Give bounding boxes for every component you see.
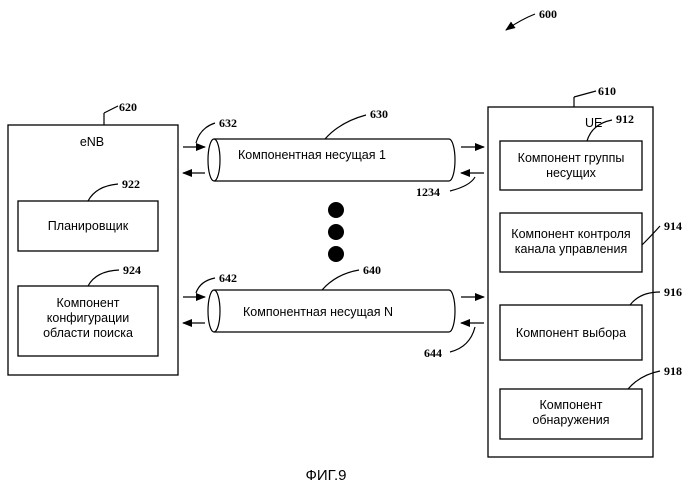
scheduler-label: Планировщик [48,219,129,233]
carrier-group-line-2: несущих [546,166,597,180]
figure-number-marker: 600 [506,7,557,30]
carrier-n-label: Компонентная несущая N [243,305,393,319]
carrier-1-rx-ref-leader [450,177,475,191]
carrier-group-line-1: Компонент группы [518,151,625,165]
carrier-1-right-end [449,139,455,181]
control-monitor-ref: 914 [664,219,682,233]
figure-number: 600 [539,7,557,21]
detection-line-1: Компонент [539,398,602,412]
carrier-1-tx-ref: 632 [219,116,237,130]
carrier-1-left-end [208,139,220,181]
carrier-n: Компонентная несущая N 640 642 644 [183,263,484,360]
carrier-n-tx-ref: 642 [219,271,237,285]
enb-ref: 620 [119,100,137,114]
carrier-n-ref-leader [322,270,359,290]
carrier-1-label: Компонентная несущая 1 [238,148,386,162]
search-config-ref: 924 [123,263,141,277]
carrier-n-ref: 640 [363,263,381,277]
search-config-line-3: области поиска [43,326,133,340]
carrier-group-ref: 912 [616,112,634,126]
figure-number-arrow [506,14,535,30]
carrier-n-left-end [208,290,220,332]
control-monitor-line-2: канала управления [515,242,627,256]
ellipsis-dot-1 [328,202,344,218]
carrier-n-right-end [449,290,455,332]
selection-ref: 916 [664,285,682,299]
enb-title: eNB [80,135,104,149]
enb-ref-leader [104,106,118,113]
carrier-n-rx-ref: 644 [424,346,442,360]
selection-label: Компонент выбора [516,326,626,340]
scheduler-ref: 922 [122,177,140,191]
search-config-line-1: Компонент [56,296,119,310]
ue-ref: 610 [598,84,616,98]
ellipsis-dot-2 [328,224,344,240]
search-config-line-2: конфигурации [47,311,129,325]
ellipsis-dots [328,202,344,262]
ellipsis-dot-3 [328,246,344,262]
carrier-1-ref: 630 [370,107,388,121]
carrier-1-rx-ref: 1234 [416,185,440,199]
control-monitor-line-1: Компонент контроля [511,227,630,241]
detection-ref: 918 [664,364,682,378]
enb-block: eNB 620 Планировщик 922 Компонент конфиг… [8,100,178,375]
detection-line-2: обнаружения [532,413,609,427]
carrier-1: Компонентная несущая 1 630 632 1234 [183,107,484,199]
ue-ref-leader [574,91,596,97]
carrier-n-rx-ref-leader [450,327,475,352]
ue-title: UE [585,116,602,130]
ue-block: UE 610 Компонент группы несущих 912 Комп… [488,84,682,457]
carrier-1-ref-leader [325,115,366,139]
figure-caption: ФИГ.9 [306,467,347,484]
